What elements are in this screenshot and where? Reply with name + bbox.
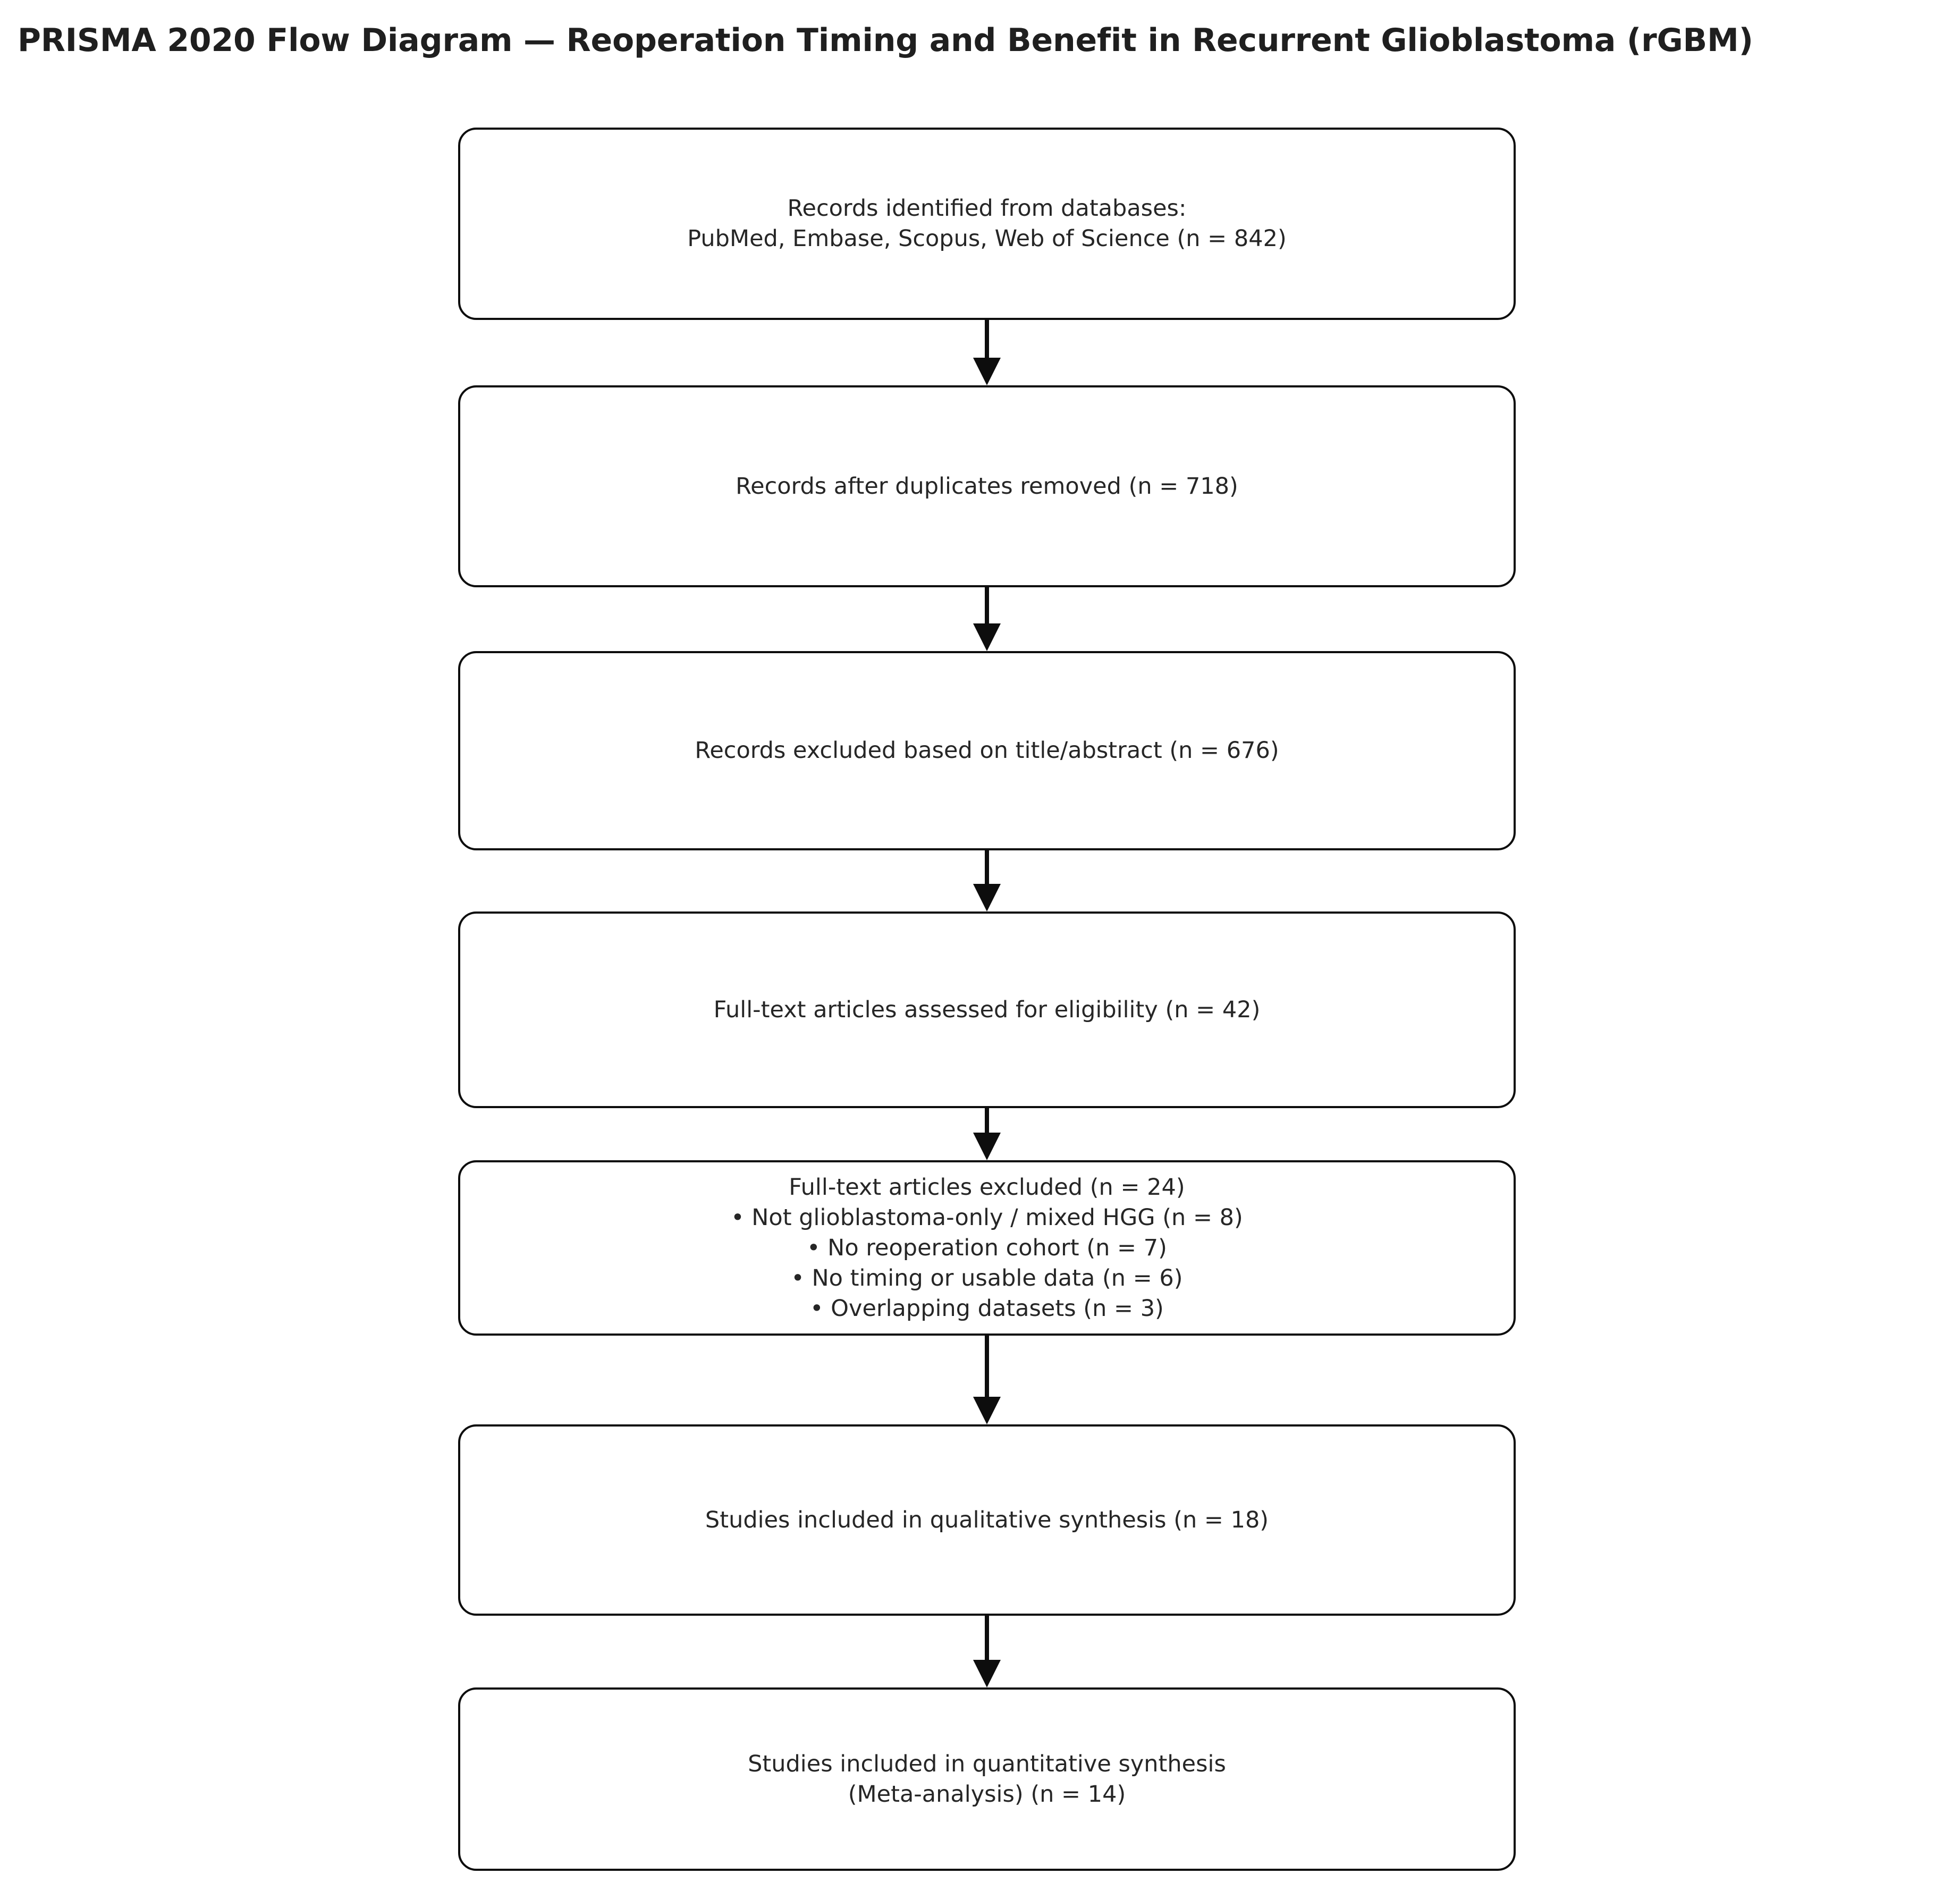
flow-arrow-duplicates-removed-to-records-excluded (973, 587, 1001, 651)
flow-arrow-qualitative-to-quantitative-synthesis (973, 1616, 1001, 1687)
flow-arrow-records-excluded-to-fulltext-assessed (973, 850, 1001, 911)
flow-arrow-fulltext-excluded-to-qualitative-synthesis (973, 1336, 1001, 1424)
flow-node-qualitative-synthesis-label: Studies included in qualitative synthesi… (705, 1506, 1269, 1533)
flow-node-identification-label: Records identified from databases: PubMe… (687, 195, 1287, 252)
arrow-stem (985, 1616, 989, 1660)
flow-node-duplicates-removed: Records after duplicates removed (n = 71… (458, 385, 1516, 587)
flow-node-records-excluded-title-abstract: Records excluded based on title/abstract… (458, 651, 1516, 850)
arrow-stem (985, 320, 989, 358)
flow-node-fulltext-excluded: Full-text articles excluded (n = 24) • N… (458, 1160, 1516, 1336)
arrow-stem (985, 1108, 989, 1133)
arrow-stem (985, 850, 989, 884)
flow-node-identification: Records identified from databases: PubMe… (458, 128, 1516, 320)
arrow-head-icon (973, 623, 1001, 651)
flow-node-qualitative-synthesis: Studies included in qualitative synthesi… (458, 1424, 1516, 1616)
arrow-head-icon (973, 884, 1001, 911)
flow-node-fulltext-assessed-label: Full-text articles assessed for eligibil… (713, 996, 1261, 1023)
arrow-stem (985, 587, 989, 623)
flow-arrow-fulltext-assessed-to-fulltext-excluded (973, 1108, 1001, 1160)
arrow-head-icon (973, 1133, 1001, 1160)
flow-node-quantitative-synthesis-label: Studies included in quantitative synthes… (748, 1750, 1226, 1808)
flow-node-quantitative-synthesis: Studies included in quantitative synthes… (458, 1687, 1516, 1871)
arrow-head-icon (973, 358, 1001, 385)
flow-node-duplicates-removed-label: Records after duplicates removed (n = 71… (736, 472, 1238, 500)
arrow-stem (985, 1336, 989, 1397)
arrow-head-icon (973, 1397, 1001, 1424)
page-title: PRISMA 2020 Flow Diagram — Reoperation T… (18, 22, 1753, 59)
flow-node-records-excluded-title-abstract-label: Records excluded based on title/abstract… (695, 737, 1279, 764)
flow-node-fulltext-assessed: Full-text articles assessed for eligibil… (458, 911, 1516, 1108)
flow-arrow-identification-to-duplicates-removed (973, 320, 1001, 385)
arrow-head-icon (973, 1660, 1001, 1687)
flow-node-fulltext-excluded-label: Full-text articles excluded (n = 24) • N… (731, 1174, 1243, 1322)
